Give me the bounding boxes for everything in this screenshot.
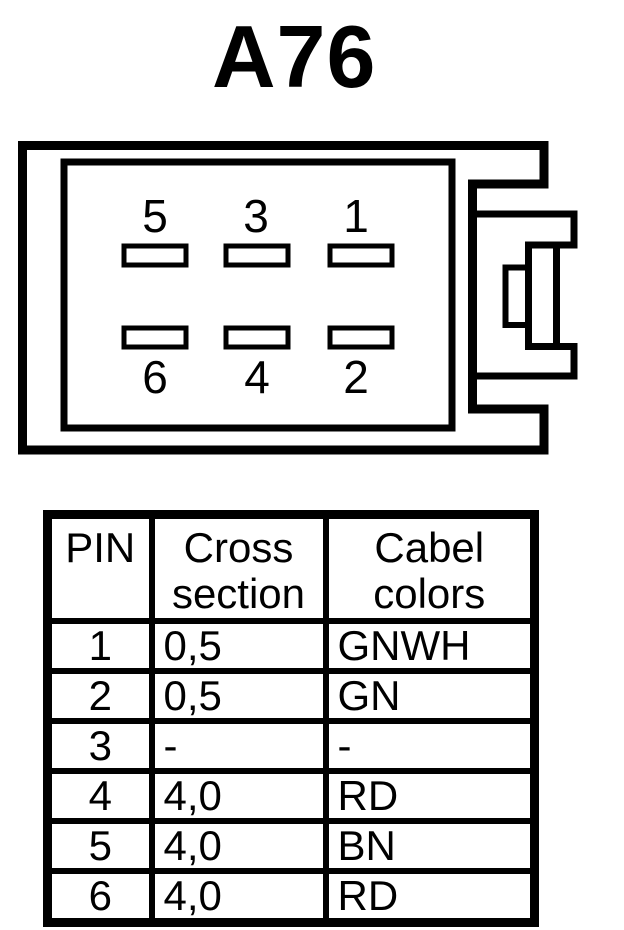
col-header-line: colors [373, 570, 486, 617]
pin-slot-1 [327, 243, 395, 268]
pin-label: 1 [343, 190, 369, 242]
cell-cross-section: 4,0 [148, 868, 329, 926]
latch-bracket [472, 210, 578, 380]
cell-cable-color: BN [322, 818, 538, 874]
cell-cable-color: GNWH [322, 618, 538, 674]
pin-table: PIN Cross section Cabel colors 1 0,5 GNW… [43, 510, 539, 927]
col-header-cross-section: Cross section [148, 511, 329, 624]
cell-pin: 1 [44, 618, 155, 674]
cell-cross-section: 4,0 [148, 818, 329, 874]
cell-cable-color: - [322, 718, 538, 774]
cell-cable-color: RD [322, 768, 538, 824]
connector-cavity [60, 158, 456, 432]
latch-key-rect [502, 264, 529, 328]
cell-cross-section: 4,0 [148, 768, 329, 824]
pin-slot-3 [223, 243, 291, 268]
pin-slot-5 [121, 243, 189, 268]
table-row: 6 4,0 RD [44, 868, 538, 926]
connector-id-title: A76 [212, 7, 377, 106]
cell-cable-color: RD [322, 868, 538, 926]
cell-cross-section: 0,5 [148, 618, 329, 674]
cell-cable-color: GN [322, 668, 538, 724]
table-row: 4 4,0 RD [44, 768, 538, 824]
table-row: 1 0,5 GNWH [44, 618, 538, 674]
pin-label: 6 [142, 351, 168, 403]
col-header-line: Cabel [374, 524, 485, 571]
pin-slot-2 [327, 325, 395, 350]
col-header-cable-colors: Cabel colors [322, 511, 538, 624]
cell-pin: 6 [44, 868, 155, 926]
table-header-row: PIN Cross section Cabel colors [44, 511, 538, 624]
connector-diagram: 5 3 1 6 4 2 [18, 141, 578, 455]
pin-label: 5 [142, 190, 168, 242]
cell-pin: 4 [44, 768, 155, 824]
cell-pin: 5 [44, 818, 155, 874]
cell-pin: 3 [44, 718, 155, 774]
pin-label: 2 [343, 351, 369, 403]
cell-cross-section: 0,5 [148, 668, 329, 724]
cell-pin: 2 [44, 668, 155, 724]
table-row: 2 0,5 GN [44, 668, 538, 724]
col-header-pin: PIN [44, 511, 155, 624]
table-row: 3 - - [44, 718, 538, 774]
table-row: 5 4,0 BN [44, 818, 538, 874]
pin-label: 4 [244, 351, 270, 403]
col-header-line: PIN [65, 524, 136, 571]
col-header-line: section [171, 570, 306, 617]
pin-slot-4 [223, 325, 291, 350]
col-header-line: Cross [183, 524, 294, 571]
pin-slot-6 [121, 325, 189, 350]
pin-label: 3 [243, 190, 269, 242]
cell-cross-section: - [148, 718, 329, 774]
